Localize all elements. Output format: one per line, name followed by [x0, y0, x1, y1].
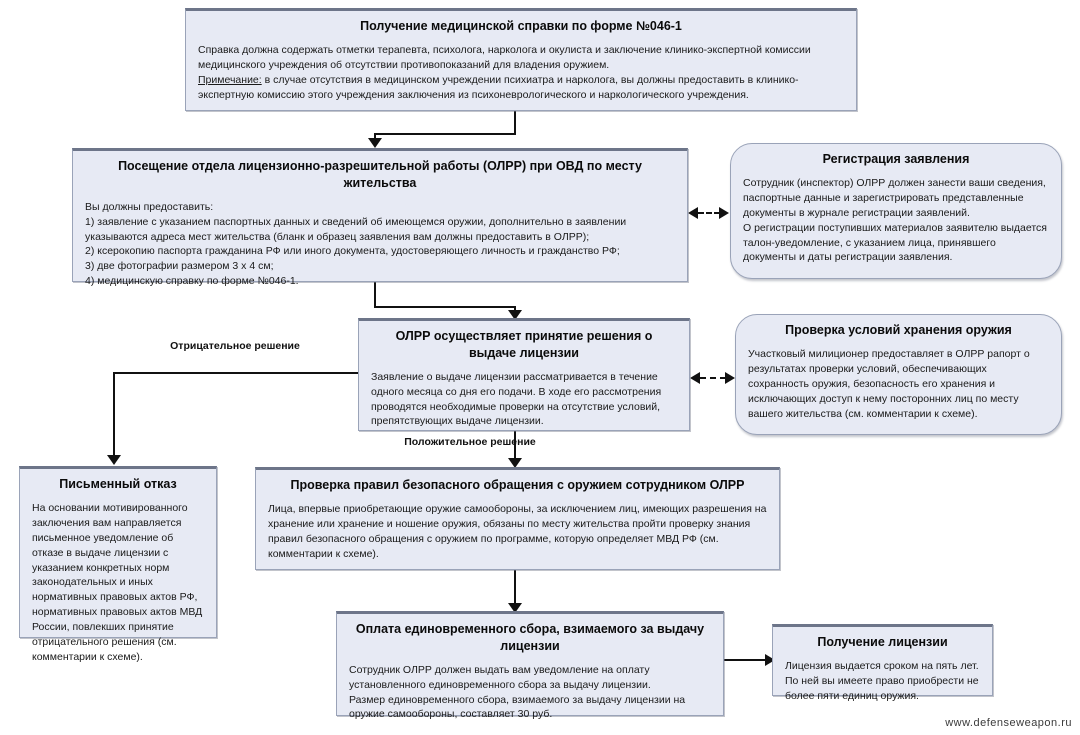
site-watermark: www.defenseweapon.ru: [945, 717, 1072, 729]
dashed-link-registration-line: [698, 212, 720, 214]
node-safety-rules-check-body: Лица, впервые приобретающие оружие самоо…: [256, 494, 779, 570]
medical-certificate-note-text: в случае отсутствия в медицинском учрежд…: [198, 73, 799, 101]
node-fee-payment-body: Сотрудник ОЛРР должен выдать вам уведомл…: [337, 655, 723, 731]
dashed-link-storage-line: [700, 377, 726, 379]
node-registration-body: Сотрудник (инспектор) ОЛРР должен занест…: [731, 168, 1061, 273]
connector-2-4-seg-down-a: [374, 282, 376, 308]
dashed-link-registration-arrow-left: [688, 207, 698, 219]
node-safety-rules-check-title: Проверка правил безопасного обращения с …: [290, 478, 745, 492]
connector-1-2-seg-down-a: [514, 111, 516, 135]
edge-label-positive-decision-text: Положительное решение: [404, 436, 536, 448]
dashed-link-storage-arrow-right: [725, 372, 735, 384]
node-medical-certificate-title: Получение медицинской справки по форме №…: [360, 19, 682, 33]
fee-payment-text-2: Размер единовременного сбора, взимаемого…: [349, 693, 686, 721]
node-storage-conditions-check-body: Участковый милиционер предоставляет в ОЛ…: [736, 339, 1061, 430]
node-registration: Регистрация заявления Сотрудник (инспект…: [730, 143, 1062, 279]
connector-1-2-arrowhead: [368, 138, 382, 148]
safety-rules-check-text: Лица, впервые приобретающие оружие самоо…: [268, 502, 767, 560]
node-registration-title: Регистрация заявления: [822, 152, 970, 166]
node-storage-conditions-check-title: Проверка условий хранения оружия: [785, 323, 1012, 337]
node-fee-payment-title: Оплата единовременного сбора, взимаемого…: [355, 622, 705, 653]
node-written-refusal-body: На основании мотивированного заключения …: [20, 493, 216, 673]
visit-olrr-item-2: 2) ксерокопию паспорта гражданина РФ или…: [85, 245, 620, 258]
node-license-receipt-title: Получение лицензии: [817, 635, 948, 649]
medical-certificate-note: Примечание: в случае отсутствия в медици…: [198, 73, 844, 103]
node-medical-certificate-body: Справка должна содержать отметки терапев…: [186, 35, 856, 111]
fee-payment-text-1: Сотрудник ОЛРР должен выдать вам уведомл…: [349, 663, 651, 691]
license-receipt-text: Лицензия выдается сроком на пять лет. По…: [785, 659, 979, 702]
visit-olrr-item-3: 3) две фотографии размером 3 х 4 см;: [85, 260, 274, 273]
node-visit-olrr: Посещение отдела лицензионно-разрешитель…: [72, 148, 688, 287]
connector-8-9-seg-right: [724, 659, 768, 661]
visit-olrr-item-1: 1) заявление с указанием паспортных данн…: [85, 215, 627, 243]
written-refusal-text: На основании мотивированного заключения …: [32, 501, 203, 663]
registration-text-2: О регистрации поступивших материалов зая…: [743, 221, 1047, 264]
node-written-refusal: Письменный отказ На основании мотивирова…: [19, 466, 217, 663]
license-decision-text: Заявление о выдаче лицензии рассматривае…: [371, 370, 662, 428]
node-license-decision-title: ОЛРР осуществляет принятие решения о выд…: [395, 329, 653, 360]
storage-conditions-check-text: Участковый милиционер предоставляет в ОЛ…: [748, 347, 1030, 420]
node-fee-payment: Оплата единовременного сбора, взимаемого…: [336, 611, 724, 720]
node-license-receipt-body: Лицензия выдается сроком на пять лет. По…: [773, 651, 992, 712]
edge-label-negative-decision: Отрицательное решение: [155, 340, 315, 354]
node-visit-olrr-title: Посещение отдела лицензионно-разрешитель…: [118, 159, 642, 190]
connector-7-8-seg-down: [514, 570, 516, 608]
registration-text-1: Сотрудник (инспектор) ОЛРР должен занест…: [743, 176, 1046, 219]
visit-olrr-item-4: 4) медицинскую справку по форме №046-1.: [85, 275, 299, 288]
medical-certificate-line1: Справка должна содержать отметки терапев…: [198, 43, 811, 71]
node-visit-olrr-body: Вы должны предоставить: 1) заявление с у…: [73, 192, 687, 297]
connector-positive-seg-down: [514, 431, 516, 463]
connector-8-9-arrowhead: [765, 654, 775, 666]
connector-2-4-arrowhead: [508, 310, 522, 320]
edge-label-negative-decision-text: Отрицательное решение: [170, 340, 300, 352]
node-storage-conditions-check: Проверка условий хранения оружия Участко…: [735, 314, 1062, 435]
node-license-receipt: Получение лицензии Лицензия выдается сро…: [772, 624, 993, 702]
connector-2-4-seg-right: [374, 306, 516, 308]
node-license-decision: ОЛРР осуществляет принятие решения о выд…: [358, 318, 690, 431]
connector-negative-seg-down: [113, 372, 115, 459]
connector-negative-arrowhead: [107, 455, 121, 465]
connector-7-8-arrowhead: [508, 603, 522, 613]
node-license-decision-body: Заявление о выдаче лицензии рассматривае…: [359, 362, 689, 438]
node-medical-certificate: Получение медицинской справки по форме №…: [185, 8, 857, 111]
node-safety-rules-check: Проверка правил безопасного обращения с …: [255, 467, 780, 570]
node-written-refusal-title: Письменный отказ: [59, 477, 177, 491]
connector-positive-arrowhead: [508, 458, 522, 468]
connector-negative-seg-left: [113, 372, 359, 374]
edge-label-positive-decision: Положительное решение: [385, 436, 555, 450]
medical-certificate-note-label: Примечание:: [198, 73, 262, 86]
dashed-link-storage-arrow-left: [690, 372, 700, 384]
dashed-link-registration-arrow-right: [719, 207, 729, 219]
visit-olrr-lead: Вы должны предоставить:: [85, 200, 214, 213]
connector-1-2-seg-left: [374, 133, 516, 135]
